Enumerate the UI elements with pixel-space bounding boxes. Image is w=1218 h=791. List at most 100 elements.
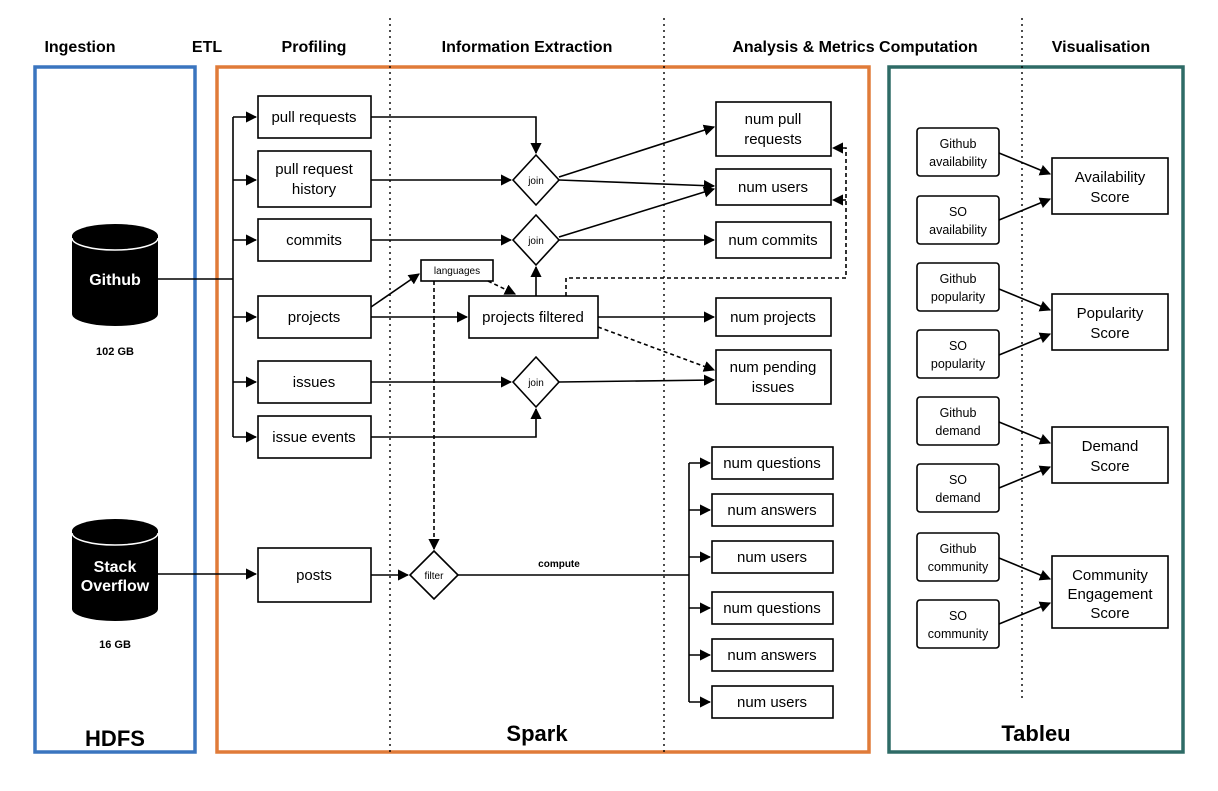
pull-requests-node: pull requests <box>257 95 372 139</box>
svg-text:commits: commits <box>286 232 342 249</box>
svg-text:availability: availability <box>929 155 987 169</box>
svg-text:SO: SO <box>949 339 967 353</box>
svg-text:Community: Community <box>1072 567 1148 584</box>
spark-title: Spark <box>506 721 568 746</box>
svg-text:num answers: num answers <box>727 647 816 664</box>
svg-text:demand: demand <box>935 491 980 505</box>
svg-text:join: join <box>527 236 544 247</box>
so-demand-node: SO demand <box>916 463 1000 513</box>
pull-request-history-node: pull request history <box>257 150 372 208</box>
svg-text:num questions: num questions <box>723 455 821 472</box>
stage-profiling: Profiling <box>282 39 347 56</box>
svg-text:num projects: num projects <box>730 309 816 326</box>
stackoverflow-size: 16 GB <box>99 639 131 651</box>
stage-analysis: Analysis & Metrics Computation <box>732 39 977 56</box>
num-answers-node-2: num answers <box>711 638 834 672</box>
svg-text:popularity: popularity <box>931 290 986 304</box>
so-num-users-node-2: num users <box>711 685 834 719</box>
availability-score-node: Availability Score <box>1051 157 1169 215</box>
svg-text:history: history <box>292 181 337 198</box>
svg-text:projects: projects <box>288 309 341 326</box>
join-diamond-1: join <box>511 153 561 207</box>
join-diamond-2: join <box>511 213 561 267</box>
etl-github-fanout <box>158 111 258 443</box>
spark-panel <box>215 65 871 754</box>
svg-text:Github: Github <box>940 137 977 151</box>
svg-text:SO: SO <box>949 205 967 219</box>
extraction-edges <box>370 116 542 581</box>
hdfs-title: HDFS <box>85 726 145 751</box>
svg-text:community: community <box>928 627 989 641</box>
commits-node: commits <box>257 218 372 262</box>
svg-text:issues: issues <box>752 379 795 396</box>
svg-text:join: join <box>527 378 544 389</box>
num-questions-node-1: num questions <box>711 446 834 480</box>
github-database-icon: Github <box>71 224 159 326</box>
svg-text:num answers: num answers <box>727 502 816 519</box>
num-questions-node-2: num questions <box>711 591 834 625</box>
svg-text:availability: availability <box>929 223 987 237</box>
posts-node: posts <box>257 547 372 603</box>
svg-text:Github: Github <box>940 542 977 556</box>
svg-text:popularity: popularity <box>931 357 986 371</box>
svg-text:pull requests: pull requests <box>271 109 356 126</box>
tableau-title: Tableu <box>1001 721 1070 746</box>
visualisation-edges <box>998 152 1052 625</box>
svg-text:Demand: Demand <box>1082 438 1139 455</box>
stage-visualisation: Visualisation <box>1052 39 1150 56</box>
svg-text:requests: requests <box>744 131 802 148</box>
so-popularity-node: SO popularity <box>916 329 1000 379</box>
stackoverflow-label-line1: Stack <box>94 559 137 576</box>
analysis-edges <box>558 124 847 386</box>
svg-text:issue events: issue events <box>272 429 355 446</box>
github-community-node: Github community <box>916 532 1000 582</box>
so-availability-node: SO availability <box>916 195 1000 245</box>
svg-text:Github: Github <box>940 272 977 286</box>
num-pull-requests-node: num pull requests <box>715 101 832 157</box>
num-projects-node: num projects <box>715 297 832 337</box>
compute-label: compute <box>538 559 580 570</box>
svg-text:num questions: num questions <box>723 600 821 617</box>
svg-text:community: community <box>928 560 989 574</box>
stage-etl: ETL <box>192 39 222 56</box>
svg-text:Score: Score <box>1090 325 1129 342</box>
tableau-panel <box>887 65 1185 754</box>
filter-diamond: filter <box>408 549 460 601</box>
svg-text:num pending: num pending <box>730 359 817 376</box>
svg-text:SO: SO <box>949 473 967 487</box>
svg-text:SO: SO <box>949 609 967 623</box>
num-answers-node-1: num answers <box>711 493 834 527</box>
compute-fanout <box>458 457 712 708</box>
github-size: 102 GB <box>96 346 134 358</box>
projects-node: projects <box>257 295 372 339</box>
svg-text:Engagement: Engagement <box>1067 586 1153 603</box>
svg-text:Popularity: Popularity <box>1077 305 1144 322</box>
num-commits-node: num commits <box>715 221 832 259</box>
issue-events-node: issue events <box>257 415 372 459</box>
demand-score-node: Demand Score <box>1051 426 1169 484</box>
languages-node: languages <box>420 259 494 282</box>
so-num-users-node-1: num users <box>711 540 834 574</box>
svg-text:pull request: pull request <box>275 161 353 178</box>
num-pending-issues-node: num pending issues <box>715 349 832 405</box>
github-popularity-node: Github popularity <box>916 262 1000 312</box>
projects-filtered-node: projects filtered <box>468 295 599 339</box>
stage-ingestion: Ingestion <box>44 39 115 56</box>
github-availability-node: Github availability <box>916 127 1000 177</box>
svg-text:num users: num users <box>737 549 807 566</box>
svg-text:num pull: num pull <box>745 111 802 128</box>
github-label: Github <box>89 272 141 289</box>
svg-text:num commits: num commits <box>728 232 817 249</box>
svg-text:Score: Score <box>1090 189 1129 206</box>
svg-text:Availability: Availability <box>1075 169 1146 186</box>
popularity-score-node: Popularity Score <box>1051 293 1169 351</box>
svg-text:Github: Github <box>940 406 977 420</box>
svg-text:join: join <box>527 176 544 187</box>
svg-text:projects filtered: projects filtered <box>482 309 584 326</box>
join-diamond-3: join <box>511 355 561 409</box>
svg-text:num users: num users <box>737 694 807 711</box>
svg-text:num users: num users <box>738 179 808 196</box>
hdfs-panel <box>33 65 197 754</box>
svg-text:issues: issues <box>293 374 336 391</box>
svg-text:Score: Score <box>1090 458 1129 475</box>
